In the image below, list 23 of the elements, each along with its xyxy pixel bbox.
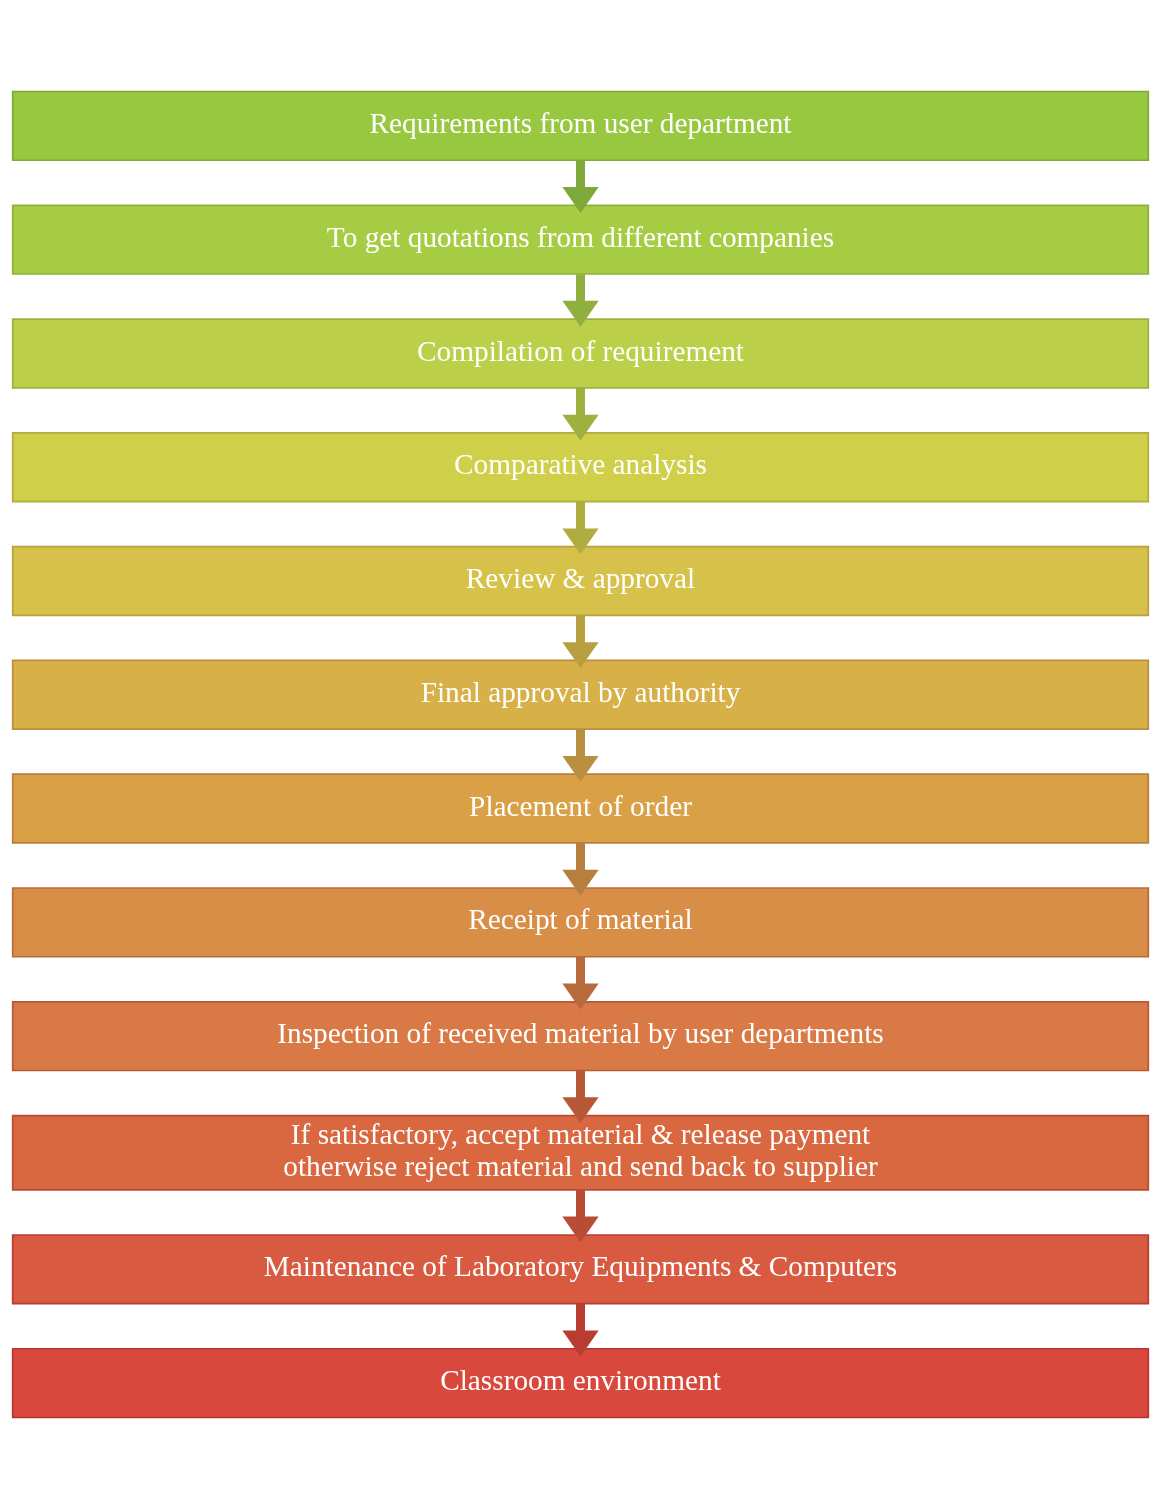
arrow bbox=[562, 159, 599, 213]
arrow bbox=[562, 1189, 599, 1242]
node-box: Inspection of received material by user departments bbox=[11, 1000, 1150, 1071]
node-box: If satisfactory, accept material & release payment otherwise reject material and send back to supplier bbox=[11, 1114, 1150, 1191]
node-box: Maintenance of Laboratory Equipments & Computers bbox=[11, 1233, 1150, 1305]
arrow bbox=[562, 387, 599, 440]
arrow bbox=[562, 273, 599, 327]
node-box: Compilation of requirement bbox=[11, 317, 1150, 389]
node-box: Comparative analysis bbox=[11, 431, 1150, 502]
arrow bbox=[562, 1070, 599, 1123]
arrow bbox=[562, 728, 599, 782]
node-box: Final approval by authority bbox=[11, 659, 1150, 730]
node-box: Requirements from user department bbox=[11, 90, 1150, 161]
arrow bbox=[562, 615, 599, 668]
arrow bbox=[562, 1303, 599, 1356]
arrow bbox=[562, 842, 599, 896]
node-box: Classroom environment bbox=[11, 1347, 1150, 1418]
node-box: Receipt of material bbox=[11, 886, 1150, 958]
arrow bbox=[562, 501, 599, 554]
arrow bbox=[562, 956, 599, 1009]
node-box: To get quotations from different companies bbox=[11, 203, 1150, 275]
node-box: Review & approval bbox=[11, 545, 1150, 616]
node-box: Placement of order bbox=[11, 772, 1150, 844]
